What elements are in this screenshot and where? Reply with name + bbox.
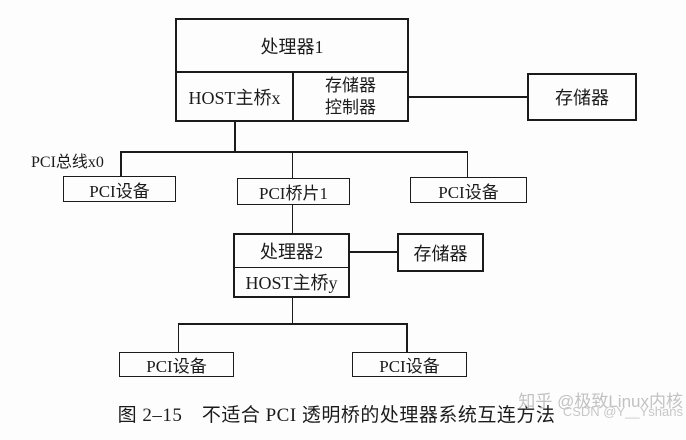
host-bridge-x-label: HOST主桥x — [188, 87, 281, 108]
memory-mid-box: 存储器 — [397, 233, 484, 272]
processor1-box: 处理器1 — [177, 20, 407, 73]
memory-controller-box: 存储器 控制器 — [294, 73, 407, 120]
processor1-block: 处理器1 HOST主桥x 存储器 控制器 — [175, 18, 409, 122]
pci-device-box-1: PCI设备 — [63, 176, 176, 202]
host-bridge-y-label: HOST主桥y — [245, 273, 338, 293]
wire-bridge1-to-processor2 — [291, 205, 293, 233]
wire-bus-drop-device2 — [466, 151, 468, 178]
processor2-label: 处理器2 — [260, 242, 323, 262]
wire-pci-bus-x0 — [120, 151, 468, 153]
wire-hostbridgey-down — [291, 297, 293, 324]
host-bridge-y-box: HOST主桥y — [235, 268, 348, 296]
figure-caption: 图 2–15 不适合 PCI 透明桥的处理器系统互连方法 — [117, 405, 556, 426]
memory-controller-label: 存储器 控制器 — [325, 75, 376, 117]
wire-memctrl-to-memory — [408, 96, 527, 98]
wire-busy-drop-device3 — [177, 323, 179, 352]
host-bridge-x-box: HOST主桥x — [177, 73, 294, 120]
processor1-label: 处理器1 — [260, 36, 324, 57]
memory-mid-label: 存储器 — [413, 243, 468, 264]
wire-bus-drop-bridge1 — [291, 151, 293, 179]
pci-device-2-label: PCI设备 — [438, 182, 499, 202]
wire-bus-drop-device1 — [120, 151, 122, 177]
pci-device-1-label: PCI设备 — [89, 181, 150, 201]
memory-top-box: 存储器 — [527, 73, 637, 121]
memory-top-label: 存储器 — [555, 88, 609, 108]
wire-hostbridgex-down — [234, 121, 236, 152]
wire-pci-bus-y — [177, 323, 408, 325]
pci-bus-x0-label: PCI总线x0 — [31, 154, 104, 171]
pci-device-box-4: PCI设备 — [352, 352, 467, 377]
pci-bridge-1-box: PCI桥片1 — [237, 178, 350, 205]
pci-bridge-1-label: PCI桥片1 — [259, 184, 328, 203]
wire-busy-drop-device4 — [406, 323, 408, 352]
wire-processor2-to-memory — [350, 251, 397, 253]
pci-device-4-label: PCI设备 — [379, 357, 440, 376]
pci-device-box-2: PCI设备 — [410, 177, 527, 203]
pci-device-3-label: PCI设备 — [146, 357, 207, 376]
pci-device-box-3: PCI设备 — [119, 352, 234, 377]
processor2-block: 处理器2 HOST主桥y — [233, 233, 350, 298]
watermark-zhihu: 知乎 @极致Linux内核 — [518, 392, 683, 411]
watermark-csdn: CSDN @Y__Yshans — [562, 404, 683, 419]
processor2-box: 处理器2 — [235, 235, 348, 268]
